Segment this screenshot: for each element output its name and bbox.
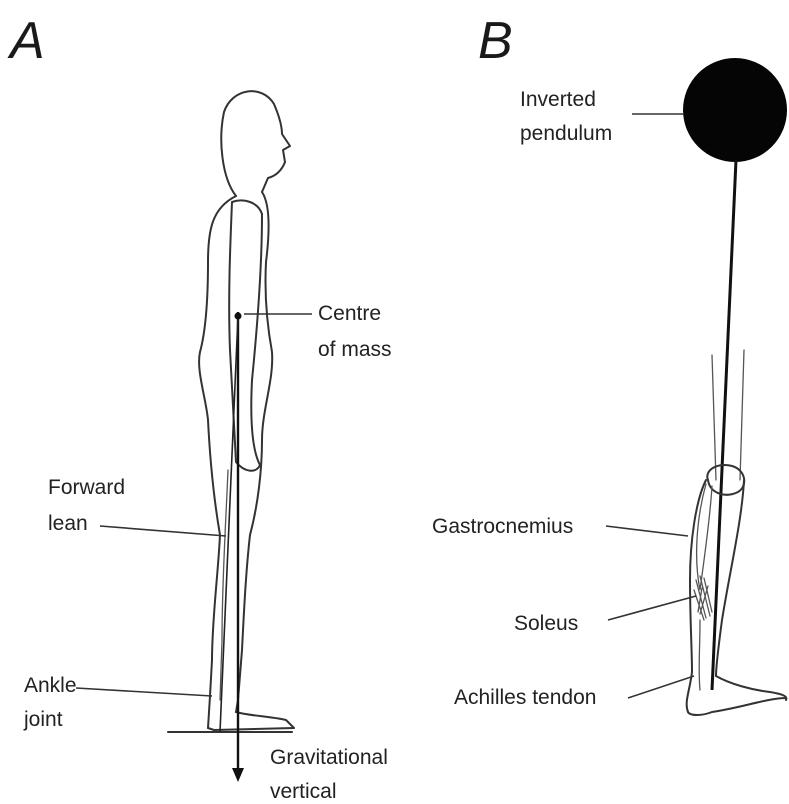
lower-leg — [687, 465, 787, 715]
achilles-tendon-label: Achilles tendon — [454, 686, 596, 709]
gravitational-vertical-label-line2: vertical — [270, 780, 337, 803]
achilles-tendon-leader — [628, 676, 694, 698]
inverted-pendulum-label-line2: pendulum — [520, 122, 612, 145]
gravity-arrowhead — [232, 768, 244, 782]
panel-a-letter: A — [7, 12, 45, 70]
ankle-joint-label-line1: Ankle — [24, 674, 77, 697]
centre-of-mass-dot — [235, 313, 242, 320]
centre-of-mass-label-line1: Centre — [318, 302, 381, 325]
pendulum-mass — [683, 58, 787, 162]
panel-a: A Centre of mass Forward l — [7, 12, 392, 803]
forward-lean-leader — [100, 526, 226, 536]
gastrocnemius-label: Gastrocnemius — [432, 515, 573, 538]
panel-b: B Inverted pendulum Gastrocnemius — [432, 12, 787, 715]
soleus-leader — [608, 596, 696, 620]
head-outline — [221, 91, 290, 196]
arm-outline — [229, 201, 262, 471]
inverted-pendulum-label-line1: Inverted — [520, 88, 596, 111]
thigh-line-left — [712, 355, 716, 480]
ankle-joint-leader — [76, 688, 212, 696]
body-outline-front — [236, 192, 272, 712]
forward-lean-label-line1: Forward — [48, 476, 125, 499]
gravitational-vertical-label-line1: Gravitational — [270, 746, 388, 769]
foot-b-outline — [688, 676, 786, 715]
forward-lean-line — [220, 316, 238, 732]
ankle-joint-label-line2: joint — [23, 708, 63, 731]
soleus-fibres — [694, 576, 712, 620]
forward-lean-label-line2: lean — [48, 512, 88, 535]
centre-of-mass-label-line2: of mass — [318, 338, 392, 361]
knee-outline — [707, 465, 744, 495]
thigh-line-right — [740, 350, 744, 480]
achilles-tendon-line — [699, 620, 700, 690]
soleus-label: Soleus — [514, 612, 578, 635]
gastrocnemius-leader — [606, 526, 688, 536]
panel-b-letter: B — [478, 12, 513, 70]
human-figure — [168, 91, 294, 732]
